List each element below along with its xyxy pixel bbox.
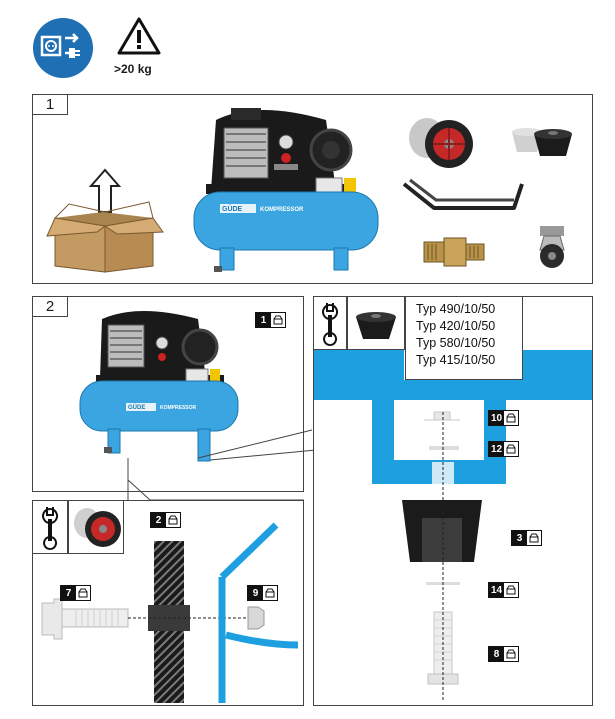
- wheel-small-icon: [74, 508, 121, 547]
- model-typ-415: Typ 415/10/50: [416, 353, 496, 367]
- part-badge-7: 7: [60, 585, 91, 601]
- cardboard-box-icon: [46, 168, 164, 273]
- weight-label: >20 kg: [114, 62, 152, 76]
- brand-label-small: GÜDE: [128, 404, 145, 411]
- rubber-foot-small-icon: [356, 312, 396, 339]
- foot-cell: [347, 296, 405, 350]
- model-typ-420: Typ 420/10/50: [416, 319, 496, 333]
- step-1-number: 1: [32, 94, 68, 115]
- model-label: KOMPRESSOR: [260, 207, 304, 213]
- part-badge-3: 3: [511, 530, 542, 546]
- part-badge-12: 12: [488, 441, 519, 457]
- tool-cell-right: [313, 296, 347, 350]
- model-typ-490: Typ 490/10/50: [416, 302, 496, 316]
- box-icon: [529, 533, 539, 543]
- tool-cell: [32, 500, 68, 554]
- wheel-icon: [409, 118, 473, 168]
- box-icon: [273, 315, 283, 325]
- part-badge-2: 2: [150, 512, 181, 528]
- box-icon: [506, 649, 516, 659]
- brass-fitting-icon: [423, 237, 485, 267]
- model-list-box: [405, 296, 523, 380]
- model-label-small: KOMPRESSOR: [160, 405, 197, 411]
- rubber-foot-icon: [512, 128, 572, 156]
- box-icon: [506, 585, 516, 595]
- brand-label: GÜDE: [222, 204, 243, 213]
- box-icon: [265, 588, 275, 598]
- handle-bracket-icon: [402, 178, 524, 210]
- wheel-cell: [68, 500, 124, 554]
- box-icon: [506, 444, 516, 454]
- wrench-icon: [42, 507, 59, 550]
- part-badge-1: 1: [255, 312, 286, 328]
- part-badge-14: 14: [488, 582, 519, 598]
- box-icon: [506, 413, 516, 423]
- step-2-number: 2: [32, 296, 68, 317]
- box-icon: [78, 588, 88, 598]
- wrench-icon: [322, 303, 339, 346]
- warning-triangle-icon: [117, 17, 161, 55]
- unplug-plug-icon: [33, 18, 93, 78]
- foot-assembly-diagram: [314, 350, 592, 700]
- part-badge-8: 8: [488, 646, 519, 662]
- caster-wheel-icon: [539, 226, 565, 268]
- compressor-small-illustration: GÜDE KOMPRESSOR: [79, 311, 239, 462]
- model-typ-580: Typ 580/10/50: [416, 336, 496, 350]
- compressor-illustration: GÜDE KOMPRESSOR: [193, 108, 379, 272]
- part-badge-10: 10: [488, 410, 519, 426]
- axle-assembly-diagram: [41, 522, 299, 703]
- part-badge-9: 9: [247, 585, 278, 601]
- box-icon: [168, 515, 178, 525]
